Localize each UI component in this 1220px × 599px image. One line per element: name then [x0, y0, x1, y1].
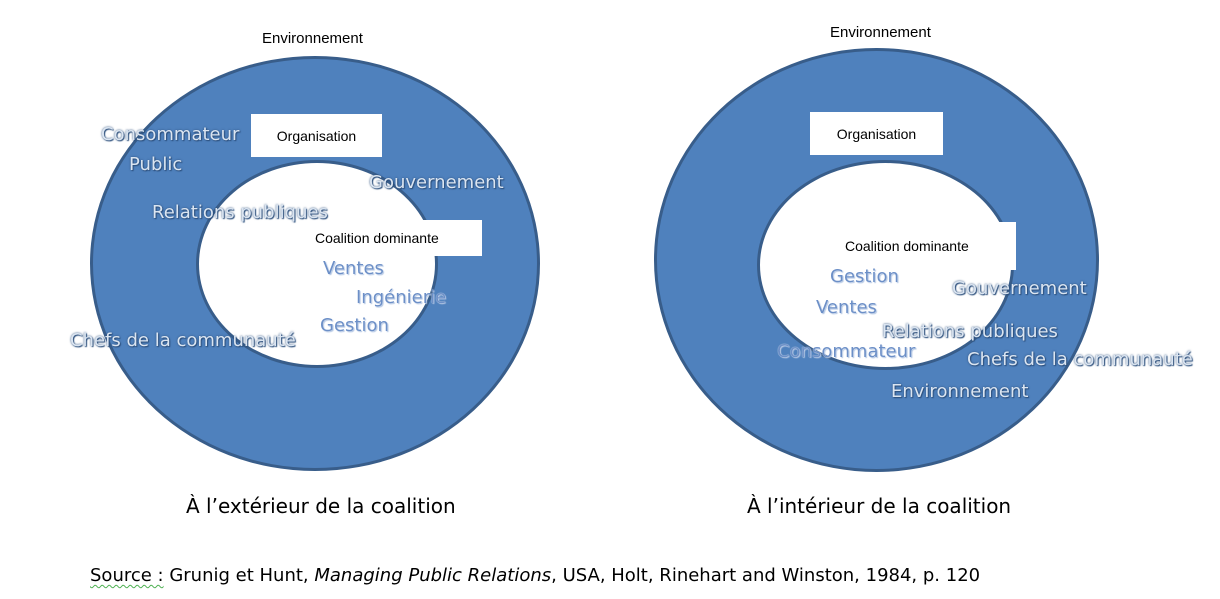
source-details: , USA, Holt, Rinehart and Winston, 1984,… [551, 565, 981, 586]
label-ventes: Ventes [816, 297, 877, 318]
source-citation: Source : Grunig et Hunt, Managing Public… [90, 565, 980, 586]
label-chefs-communaute: Chefs de la communauté [70, 330, 296, 351]
diagram-outside-coalition: Environnement Organisation Coalition dom… [0, 0, 600, 518]
source-authors: Grunig et Hunt, [163, 565, 315, 586]
caption-inside: À l’intérieur de la coalition [747, 494, 1012, 518]
coalition-circle [196, 160, 438, 368]
label-ventes: Ventes [323, 258, 384, 279]
source-book-title: Managing Public Relations [314, 565, 552, 586]
label-consommateur: Consommateur [777, 341, 916, 362]
label-gouvernement: Gouvernement [369, 172, 504, 193]
label-public: Public [129, 154, 183, 175]
source-label: Source : [90, 565, 164, 586]
organisation-box: Organisation [251, 114, 382, 157]
label-relations-publiques: Relations publiques [882, 321, 1058, 342]
environment-title: Environnement [830, 24, 931, 41]
label-gouvernement: Gouvernement [952, 278, 1087, 299]
label-environnement: Environnement [891, 381, 1029, 402]
coalition-box: Coalition dominante [830, 222, 1016, 270]
label-chefs-communaute: Chefs de la communauté [967, 349, 1193, 370]
organisation-box: Organisation [810, 112, 943, 155]
coalition-box: Coalition dominante [300, 220, 482, 256]
caption-outside: À l’extérieur de la coalition [186, 494, 456, 518]
label-ingenierie: Ingénierie [356, 287, 447, 308]
environment-title: Environnement [262, 30, 363, 47]
label-gestion: Gestion [830, 266, 899, 287]
label-relations-publiques: Relations publiques [152, 202, 328, 223]
label-consommateur: Consommateur [101, 124, 240, 145]
label-gestion: Gestion [320, 315, 389, 336]
diagram-inside-coalition: Environnement Organisation Coalition dom… [600, 0, 1220, 518]
